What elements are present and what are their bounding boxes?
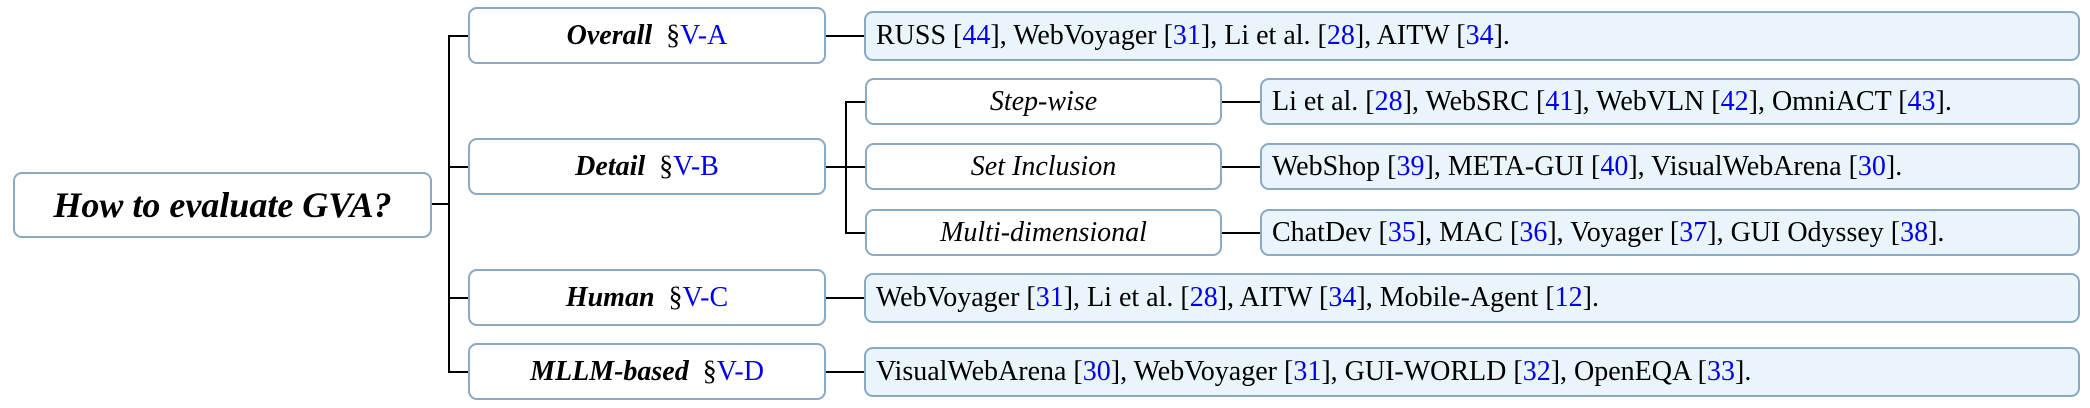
category-overall: Overall §V-A [468, 7, 826, 64]
root-label: How to evaluate GVA? [53, 185, 392, 225]
citation-number: 44 [962, 20, 991, 51]
category-name: Detail [575, 150, 646, 182]
subcategory-multidim: Multi-dimensional [865, 209, 1222, 256]
leaf-mllm: VisualWebArena [30], WebVoyager [31], GU… [864, 347, 2080, 397]
citation-number: 41 [1545, 85, 1574, 117]
root-connector [431, 203, 449, 205]
citation-number: 30 [1857, 150, 1886, 182]
citation-text: ]. [1935, 85, 1952, 117]
citation-text: ], Mobile-Agent [ [1356, 282, 1555, 313]
subcategory-setinclusion: Set Inclusion [865, 143, 1222, 190]
citation-text: ], GUI Odyssey [ [1707, 216, 1901, 248]
leaf-overall: RUSS [44], WebVoyager [31], Li et al. [2… [864, 11, 2080, 61]
section-sign: § [668, 281, 683, 313]
category-human: Human §V-C [468, 269, 826, 326]
citation-text: ], VisualWebArena [ [1628, 150, 1858, 182]
citation-text: ], GUI-WORLD [ [1321, 356, 1523, 387]
leaf-human: WebVoyager [31], Li et al. [28], AITW [3… [864, 273, 2080, 323]
citation-text: ], MAC [ [1415, 216, 1520, 248]
citation-text: ]. [1735, 356, 1752, 387]
section-sign: § [702, 355, 717, 387]
citation-number: 31 [1172, 20, 1201, 51]
section-ref: V-B [673, 150, 719, 182]
section-ref: V-C [682, 281, 729, 313]
connector-multidim [845, 232, 865, 234]
citation-text: ], Voyager [ [1547, 216, 1680, 248]
citation-number: 33 [1707, 356, 1735, 387]
citation-text: ], AITW [ [1217, 282, 1329, 313]
citation-text: ChatDev [ [1272, 216, 1388, 248]
citation-text: WebShop [ [1272, 150, 1397, 182]
connector-multidim-leaf [1222, 232, 1260, 234]
connector-stepwise-leaf [1222, 101, 1260, 103]
citation-number: 32 [1522, 356, 1551, 387]
section-ref: V-D [716, 355, 764, 387]
citation-text: WebVoyager [ [876, 282, 1036, 313]
leaf-setinclusion: WebShop [39], META-GUI [40], VisualWebAr… [1260, 143, 2080, 190]
citation-text: VisualWebArena [ [876, 356, 1083, 387]
citation-text: Li et al. [ [1272, 85, 1375, 117]
detail-connector [826, 166, 846, 168]
citation-number: 34 [1328, 282, 1357, 313]
citation-text: ], OpenEQA [ [1550, 356, 1707, 387]
citation-text: RUSS [ [876, 20, 963, 51]
citation-number: 12 [1554, 282, 1583, 313]
subcategory-stepwise: Step-wise [865, 78, 1222, 125]
citation-number: 36 [1519, 216, 1548, 248]
category-mllm: MLLM-based §V-D [468, 343, 826, 400]
subcategory-name: Multi-dimensional [940, 216, 1147, 248]
citation-text: ]. [1493, 20, 1510, 51]
citation-number: 40 [1600, 150, 1629, 182]
citation-number: 38 [1900, 216, 1929, 248]
connector-setinclusion-leaf [1222, 166, 1260, 168]
citation-text: ], Li et al. [ [1063, 282, 1190, 313]
connector-mllm [448, 371, 468, 373]
category-name: Human [565, 281, 655, 313]
citation-number: 28 [1189, 282, 1218, 313]
citation-number: 39 [1396, 150, 1425, 182]
connector-stepwise [845, 101, 865, 103]
section-sign: § [659, 150, 674, 182]
section-ref: V-A [680, 19, 728, 51]
citation-text: ]. [1885, 150, 1903, 182]
citation-text: ], WebVoyager [ [990, 20, 1173, 51]
citation-number: 31 [1035, 282, 1064, 313]
citation-number: 28 [1326, 20, 1355, 51]
citation-text: ], AITW [ [1354, 20, 1466, 51]
subcategory-name: Set Inclusion [970, 150, 1117, 182]
citation-number: 37 [1679, 216, 1708, 248]
subcategory-name: Step-wise [989, 85, 1098, 117]
citation-number: 28 [1374, 85, 1403, 117]
connector-overall [448, 35, 468, 37]
citation-number: 31 [1293, 356, 1322, 387]
citation-number: 42 [1720, 85, 1749, 117]
connector-mllm-leaf [826, 371, 864, 373]
citation-text: ], OmniACT [ [1748, 85, 1908, 117]
leaf-multidim: ChatDev [35], MAC [36], Voyager [37], GU… [1260, 209, 2080, 256]
citation-number: 35 [1387, 216, 1416, 248]
connector-human-leaf [826, 297, 864, 299]
leaf-stepwise: Li et al. [28], WebSRC [41], WebVLN [42]… [1260, 78, 2080, 125]
category-name: MLLM-based [530, 355, 689, 387]
citation-number: 34 [1465, 20, 1494, 51]
category-detail: Detail §V-B [468, 138, 826, 195]
citation-number: 43 [1907, 85, 1936, 117]
section-sign: § [666, 19, 681, 51]
root-spine [448, 35, 450, 372]
connector-detail [448, 166, 468, 168]
citation-text: ]. [1582, 282, 1599, 313]
citation-text: ]. [1928, 216, 1945, 248]
connector-human [448, 297, 468, 299]
connector-setinclusion [845, 166, 865, 168]
citation-text: ], Li et al. [ [1200, 20, 1327, 51]
citation-text: ], WebVLN [ [1573, 85, 1721, 117]
root-node: How to evaluate GVA? [13, 172, 432, 238]
category-name: Overall [566, 19, 653, 51]
connector-overall-leaf [826, 35, 864, 37]
citation-number: 30 [1082, 356, 1111, 387]
citation-text: ], META-GUI [ [1424, 150, 1601, 182]
citation-text: ], WebVoyager [ [1110, 356, 1294, 387]
citation-text: ], WebSRC [ [1402, 85, 1546, 117]
